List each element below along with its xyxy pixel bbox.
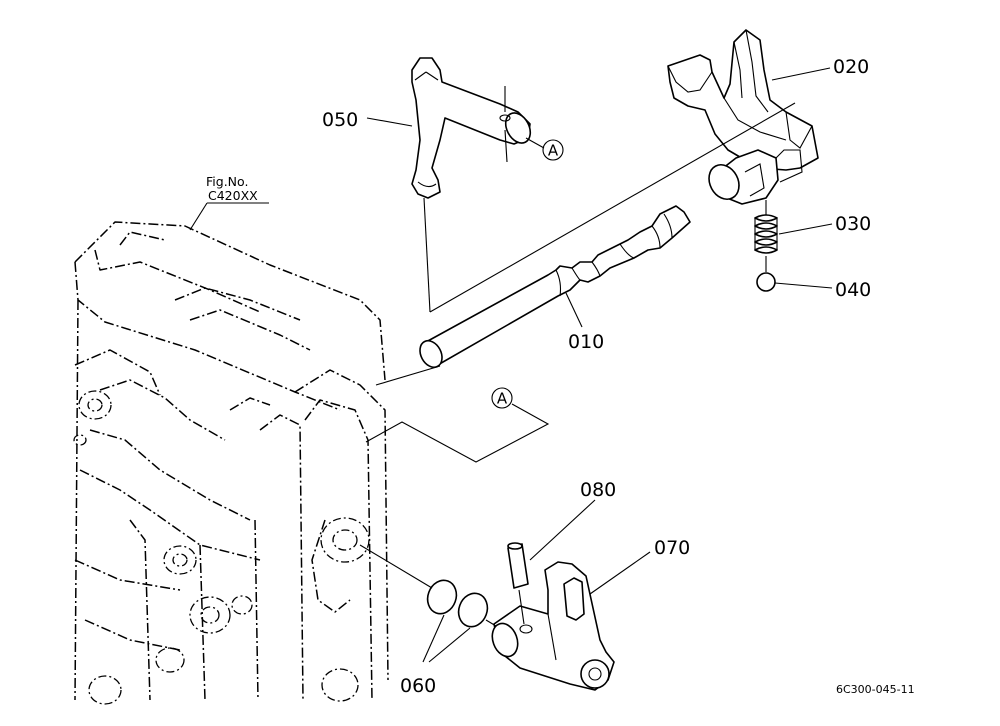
label-070: 070: [654, 537, 690, 559]
label-020: 020: [833, 56, 869, 78]
spring-030: [754, 200, 778, 272]
label-040: 040: [835, 279, 871, 301]
part-labels: Fig.No. C420XX 050 020 030 040 010 080 0…: [206, 56, 915, 697]
shift-arm-070: [491, 561, 615, 691]
callout-a-lever: A: [548, 142, 559, 160]
label-080: 080: [580, 479, 616, 501]
transmission-housing: [73, 221, 389, 705]
o-rings-060: [426, 579, 489, 628]
pin-080: [507, 542, 529, 589]
shift-lever-050: A: [411, 57, 564, 199]
figure-ref-line2: C420XX: [208, 188, 258, 203]
shift-rod-010: [419, 205, 691, 369]
label-050: 050: [322, 109, 358, 131]
ball-040: [756, 272, 776, 292]
shift-fork-020: [667, 29, 819, 205]
figure-ref-line1: Fig.No.: [206, 174, 248, 189]
label-030: 030: [835, 213, 871, 235]
drawing-code: 6C300-045-11: [836, 683, 915, 696]
label-010: 010: [568, 331, 604, 353]
label-leaders: [189, 67, 833, 663]
callout-a-housing: A: [497, 390, 508, 408]
label-060: 060: [400, 675, 436, 697]
assembly-lines: A: [359, 102, 796, 627]
